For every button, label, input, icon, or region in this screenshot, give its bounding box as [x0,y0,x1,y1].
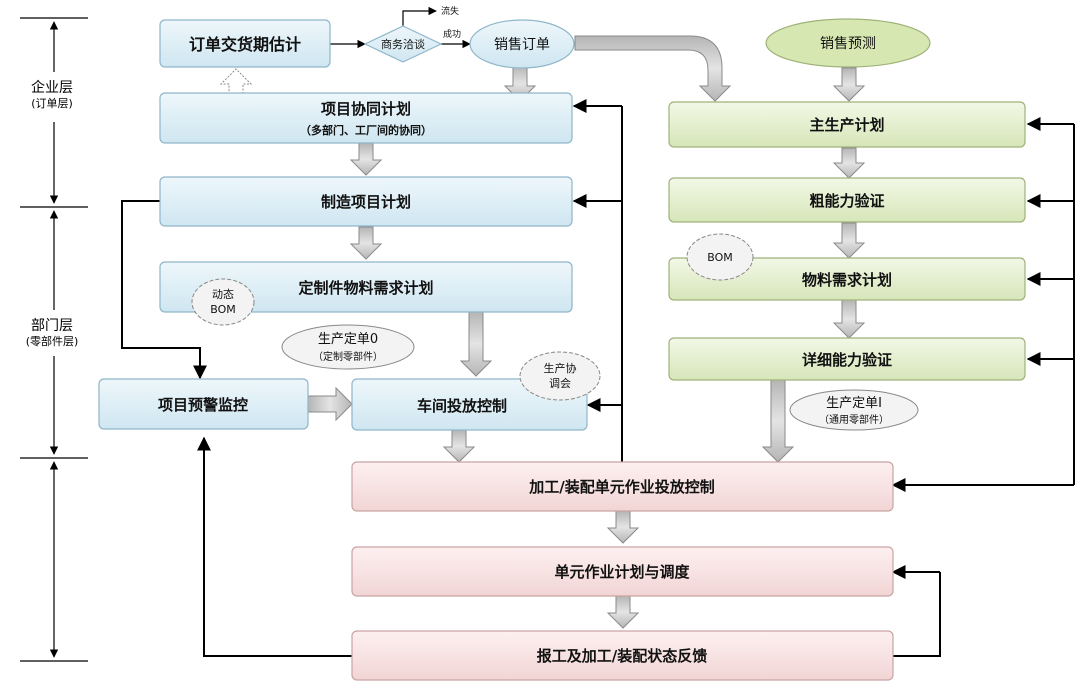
note-coordination: 生产协 调会 [519,351,601,401]
node-detail-capacity: 详细能力验证 [668,337,1026,381]
arrow-project-to-mfg [349,142,383,176]
label-lost: 流失 [441,5,459,17]
arrow-release-to-cell [442,429,476,463]
node-cell-release: 加工/装配单元作业投放控制 [351,461,894,512]
svg-text:（多部门、工厂间的协同）: （多部门、工厂间的协同） [300,123,432,137]
svg-text:生产协: 生产协 [544,361,577,375]
arrow-mfg-to-custom-mrp [349,226,383,260]
svg-text:销售预测: 销售预测 [820,36,876,52]
node-sales-forecast: 销售预测 [765,18,931,68]
svg-text:单元作业计划与调度: 单元作业计划与调度 [554,563,690,581]
layer-ruler [20,17,88,662]
svg-text:BOM: BOM [707,251,733,264]
node-custom-mrp: 定制件物料需求计划 [159,261,573,313]
note-dynamic-bom: 动态 BOM [191,278,255,326]
svg-text:订单交货期估计: 订单交货期估计 [189,35,301,54]
layer-enterprise-label: 企业层 [31,79,73,96]
node-sales-order: 销售订单 [469,19,575,69]
arrow-detail-to-cell [761,379,795,463]
svg-text:调会: 调会 [549,377,571,390]
svg-text:详细能力验证: 详细能力验证 [802,351,892,369]
arrow-sales-order-to-master [574,35,732,102]
svg-text:（定制零部件）: （定制零部件） [313,350,383,363]
label-success: 成功 [443,28,461,40]
svg-text:主生产计划: 主生产计划 [809,116,884,134]
arrow-project-to-delivery [219,68,253,102]
svg-text:车间投放控制: 车间投放控制 [417,397,507,415]
gray-flow-arrows [349,65,866,629]
layer-enterprise-sublabel: (订单层) [31,97,73,110]
svg-text:制造项目计划: 制造项目计划 [321,193,411,211]
layer-department-sublabel: (零部件层) [26,334,79,348]
node-master-plan: 主生产计划 [668,101,1026,148]
note-order0: 生产定单0 （定制零部件） [281,324,415,370]
node-mrp: 物料需求计划 [668,257,1026,301]
svg-text:动态: 动态 [212,288,234,301]
note-order1: 生产定单I （通用零部件） [789,389,919,431]
svg-text:物料需求计划: 物料需求计划 [802,271,892,289]
arrow-custom-mrp-to-release [459,311,493,377]
arrow-schedule-to-feedback [606,595,640,629]
svg-text:项目协同计划: 项目协同计划 [321,100,411,118]
arrow-rough-to-mrp [832,222,866,259]
node-feedback: 报工及加工/装配状态反馈 [351,630,894,681]
svg-text:加工/装配单元作业投放控制: 加工/装配单元作业投放控制 [528,478,714,496]
arrow-cell-to-schedule [606,510,640,544]
node-project-plan: 项目协同计划 （多部门、工厂间的协同） [159,92,573,144]
svg-text:（通用零部件）: （通用零部件） [819,413,889,426]
svg-text:生产定单0: 生产定单0 [318,332,378,347]
svg-text:项目预警监控: 项目预警监控 [158,396,248,414]
svg-text:生产定单I: 生产定单I [826,396,882,411]
node-cell-schedule: 单元作业计划与调度 [351,546,894,597]
svg-text:BOM: BOM [210,303,236,316]
arrow-warning-to-release [307,386,353,422]
node-release: 车间投放控制 [351,378,588,431]
svg-text:商务洽谈: 商务洽谈 [381,37,425,51]
arrow-forecast-to-master [832,67,866,102]
connector-lines [121,6,1075,657]
node-warning: 项目预警监控 [98,378,309,430]
svg-text:销售订单: 销售订单 [494,37,550,53]
layer-department-label: 部门层 [31,318,73,334]
node-mfg-project-plan: 制造项目计划 [159,176,573,227]
node-negotiation: 商务洽谈 [363,25,443,63]
svg-text:定制件物料需求计划: 定制件物料需求计划 [298,279,433,297]
node-order-delivery: 订单交货期估计 [159,19,331,68]
node-rough-capacity: 粗能力验证 [668,177,1026,223]
arrow-mrp-to-detail [832,299,866,339]
svg-text:粗能力验证: 粗能力验证 [809,192,884,210]
note-bom: BOM [686,233,754,281]
arrow-master-to-rough [832,147,866,179]
svg-text:报工及加工/装配状态反馈: 报工及加工/装配状态反馈 [537,647,707,665]
